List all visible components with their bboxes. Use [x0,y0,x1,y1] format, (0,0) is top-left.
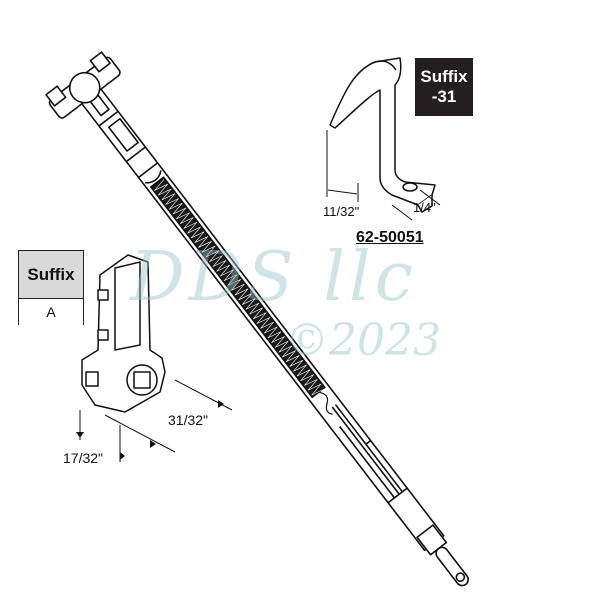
clip-depth-dimension: 1/4" [413,200,436,215]
suffix-a-header: Suffix [19,251,83,299]
coil-spring [150,176,344,424]
suffix-31-box: Suffix -31 [415,58,473,116]
suffix-a-value: A [46,304,56,320]
suffix-31-value: -31 [431,87,457,106]
clip-width-dimension: 11/32" [323,204,360,219]
shoe-drawing [76,254,233,462]
suffix-a-box: Suffix A [18,250,84,325]
clip-drawing [326,57,441,221]
top-cam [45,51,121,119]
suffix-31-label: Suffix [420,67,468,86]
shoe-width-dimension: 17/32" [63,450,104,466]
balance-rod [45,51,469,587]
shoe-length-dimension: 31/32" [168,412,209,428]
part-number: 62-50051 [356,229,424,246]
